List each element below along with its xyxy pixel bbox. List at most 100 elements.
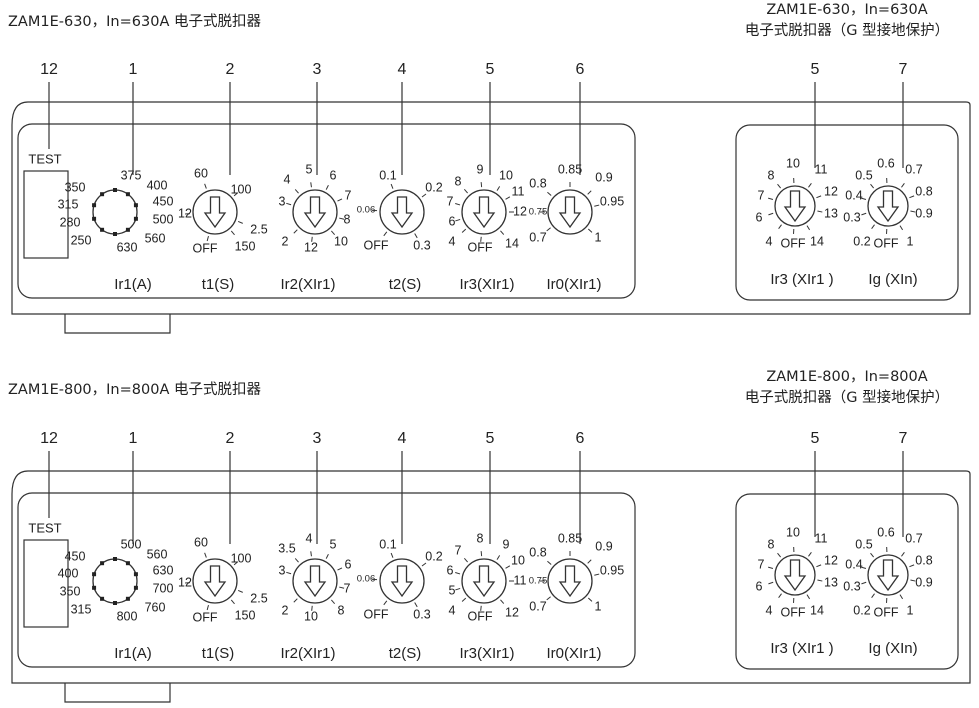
bottom-ir3-tick: 7 (455, 543, 462, 557)
top-right-ir3-tick-mark (806, 225, 811, 231)
bottom-t1-tick-mark (237, 590, 243, 593)
arrow-down-icon (303, 196, 327, 229)
top-t2-tick-mark (414, 233, 418, 239)
top-right-callout-5: 5 (811, 61, 820, 78)
top-ir3-knob (461, 189, 507, 235)
bottom-ir1-dot (133, 585, 138, 590)
bottom-ir1-dot (100, 596, 105, 601)
top-ir3-tick: 11 (512, 184, 525, 198)
bottom-t2-tick: OFF (364, 607, 389, 621)
top-t1-tick-mark (206, 236, 209, 242)
top-right-ig-tick: OFF (874, 236, 899, 250)
bottom-t1-tick: 12 (178, 575, 192, 589)
top-ir1-value: 560 (145, 231, 166, 245)
bottom-right-ig-tick: 1 (907, 603, 914, 617)
top-ir1-value: 250 (71, 233, 92, 247)
top-ir0-tick: 0.95 (600, 194, 624, 208)
top-ir2-tick: 10 (334, 234, 348, 248)
top-ir1-dot (113, 188, 117, 192)
top-right-ig-tick-mark (899, 225, 904, 231)
top-right-ir3-knob (774, 185, 816, 227)
top-right-ir3-tick: OFF (781, 236, 806, 250)
top-right-ir3-tick: 4 (766, 234, 773, 248)
top-right-ig-tick: 0.6 (877, 156, 894, 170)
top-ir0-tick-mark (547, 191, 552, 196)
top-test-button (23, 170, 69, 259)
bottom-ir3-tick: OFF (468, 609, 493, 623)
bottom-ir3-tick-mark (461, 597, 467, 602)
top-ir3-tick: 9 (477, 162, 484, 176)
arrow-down-icon (783, 559, 807, 592)
bottom-ir2-tick: 4 (306, 531, 313, 545)
bottom-ir2-tick: 2 (282, 603, 289, 617)
top-ir3-tick-mark (455, 218, 461, 222)
bottom-ir1-value: 760 (145, 600, 166, 614)
top-right-ig-tick: 0.2 (853, 234, 870, 248)
top-right-ig-tick: 0.5 (855, 168, 872, 182)
top-ir1-value: 500 (153, 212, 174, 226)
top-right-title-line1: ZAM1E-630，In=630A (766, 2, 928, 18)
top-right-ig-tick-mark (860, 197, 867, 200)
bottom-t1-tick: 100 (231, 551, 252, 565)
bottom-ir0-label: Ir0(XIr1) (546, 645, 601, 662)
top-ir0-tick-mark (587, 190, 592, 195)
bottom-right-ir3-tick: 11 (815, 531, 828, 545)
bottom-ir0-tick: 0.75 (529, 576, 548, 587)
top-right-title-line2: 电子式脱扣器（G 型接地保护） (744, 23, 950, 39)
top-t1-tick: 2.5 (250, 222, 267, 236)
top-right-ig-knob (867, 185, 909, 227)
top-ir0-tick: 0.75 (529, 207, 548, 218)
bottom-right-ir3-tick-mark (777, 552, 782, 558)
bottom-ir0-tick: 0.7 (529, 599, 546, 613)
bottom-t1-tick: OFF (193, 610, 218, 624)
top-t1-tick: OFF (193, 241, 218, 255)
bottom-callout-3: 3 (313, 430, 322, 447)
bottom-right-ig-label: Ig (XIn) (868, 640, 917, 657)
bottom-t2-tick: 0.1 (379, 537, 396, 551)
top-ir2-tick: 6 (330, 168, 337, 182)
bottom-right-ir3-tick: 8 (768, 537, 775, 551)
arrow-down-icon (390, 565, 414, 598)
top-right-ig-tick-mark (861, 212, 867, 216)
bottom-callout-1: 1 (129, 430, 138, 447)
top-callout-12: 12 (40, 61, 58, 78)
top-right-ir3-tick: 6 (756, 210, 763, 224)
bottom-ir1-dot (113, 557, 117, 561)
bottom-right-ir3-tick: 13 (824, 575, 838, 589)
bottom-right-ir3-tick-mark (767, 566, 774, 569)
bottom-ir2-tick-mark (325, 553, 329, 559)
top-ir1-switch (92, 189, 138, 235)
top-ir1-value: 400 (147, 178, 168, 192)
bottom-ir1-dot (125, 561, 130, 566)
bottom-right-ir3-tick: 4 (766, 603, 773, 617)
arrow-down-icon (203, 565, 227, 598)
top-callout-6: 6 (576, 61, 585, 78)
bottom-ir1-dot (100, 561, 105, 566)
top-t2-tick-mark (383, 231, 388, 237)
top-right-ig-tick-mark (909, 195, 915, 199)
bottom-ir3-tick: 6 (447, 563, 454, 577)
top-t2-tick: 0.06 (357, 205, 376, 216)
bottom-right-ig-tick-mark (870, 552, 875, 558)
bottom-ir1-switch (92, 558, 138, 604)
top-ir1-dot (100, 192, 105, 197)
top-right-ig-tick-mark (910, 210, 916, 213)
top-ir2-tick: 7 (345, 188, 352, 202)
bottom-right-ir3-knob (774, 554, 816, 596)
top-ir0-tick: 0.85 (558, 162, 582, 176)
bottom-ir2-tick-mark (310, 551, 312, 557)
bottom-right-faceplate (735, 493, 959, 670)
bottom-test-button (23, 539, 69, 628)
top-ir3-tick: 10 (499, 168, 513, 182)
bottom-callout-2: 2 (226, 430, 235, 447)
top-callout-4: 4 (398, 61, 407, 78)
top-faceplate (17, 123, 636, 299)
bottom-ir1-value: 315 (71, 602, 92, 616)
top-ir2-tick: 3 (279, 194, 286, 208)
bottom-ir2-tick-mark (337, 567, 343, 571)
arrow-down-icon (472, 196, 496, 229)
bottom-t2-tick: 0.2 (425, 549, 442, 563)
top-t1-tick: 100 (231, 182, 252, 196)
top-right-ir3-tick: 13 (824, 206, 838, 220)
